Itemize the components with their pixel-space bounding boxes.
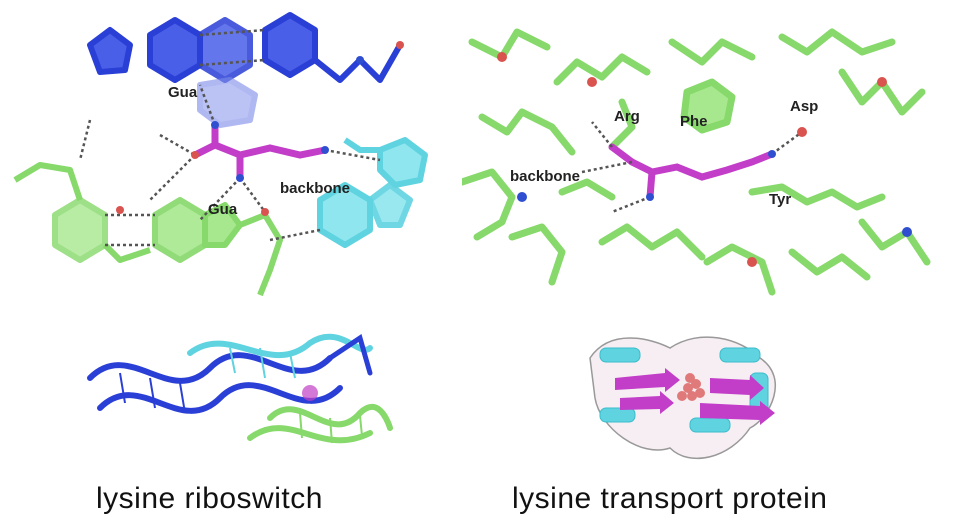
hydrogen-bonds: [78, 28, 381, 247]
hydrogen-bonds-tr: [581, 121, 803, 214]
dark-blue-nucleotides: [87, 12, 403, 128]
protein-side-chains: [462, 28, 931, 296]
lysine-ligand-tr: [608, 143, 776, 201]
transport-protein-structure-image: [570, 318, 820, 478]
label-gua-top: Gua: [168, 84, 198, 101]
label-gua-middle: Gua: [208, 201, 238, 218]
label-backbone-right: backbone: [510, 168, 580, 185]
base-pair-rungs: [119, 347, 363, 444]
riboswitch-structure-image: [70, 318, 410, 468]
ligand-spheres: [677, 373, 705, 401]
label-arg: Arg: [614, 108, 640, 125]
caption-lysine-riboswitch: lysine riboswitch: [96, 482, 323, 515]
atom-spheres-tr: [497, 52, 912, 267]
transport-protein-binding-site-image: Arg Phe Asp backbone Tyr: [462, 22, 932, 300]
lysine-ligand: [191, 121, 329, 182]
label-asp: Asp: [790, 98, 818, 115]
label-tyr: Tyr: [769, 191, 791, 208]
green-nucleotides: [13, 162, 283, 297]
riboswitch-binding-site-image: Gua Gua backbone: [0, 0, 460, 300]
label-phe: Phe: [680, 113, 708, 130]
label-backbone-left: backbone: [280, 180, 350, 197]
ligand-marker: [302, 385, 318, 401]
riboswitch-helices: [87, 333, 393, 444]
beta-sheets: [615, 368, 775, 425]
caption-lysine-transport-protein: lysine transport protein: [512, 482, 828, 515]
atom-spheres: [116, 41, 404, 216]
